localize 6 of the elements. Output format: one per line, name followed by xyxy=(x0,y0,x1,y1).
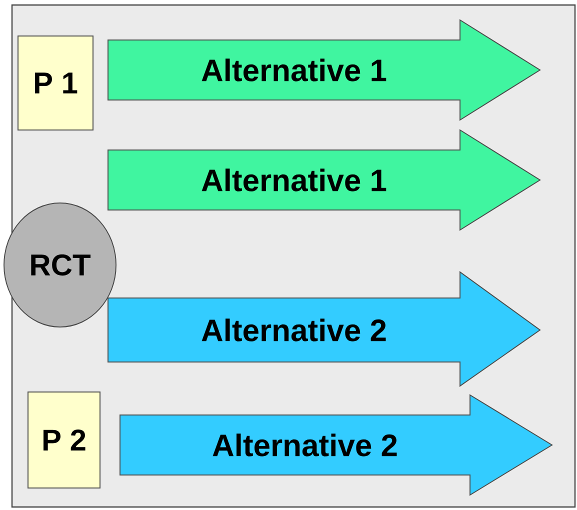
arrow-band: Alternative 1 xyxy=(108,19,541,121)
label-box: P 2 xyxy=(28,392,100,488)
arrow-band: Alternative 1 xyxy=(108,129,541,231)
label-box: P 1 xyxy=(18,36,94,130)
arrow-band: Alternative 2 xyxy=(120,394,553,496)
arrow-band: Alternative 2 xyxy=(108,271,541,387)
